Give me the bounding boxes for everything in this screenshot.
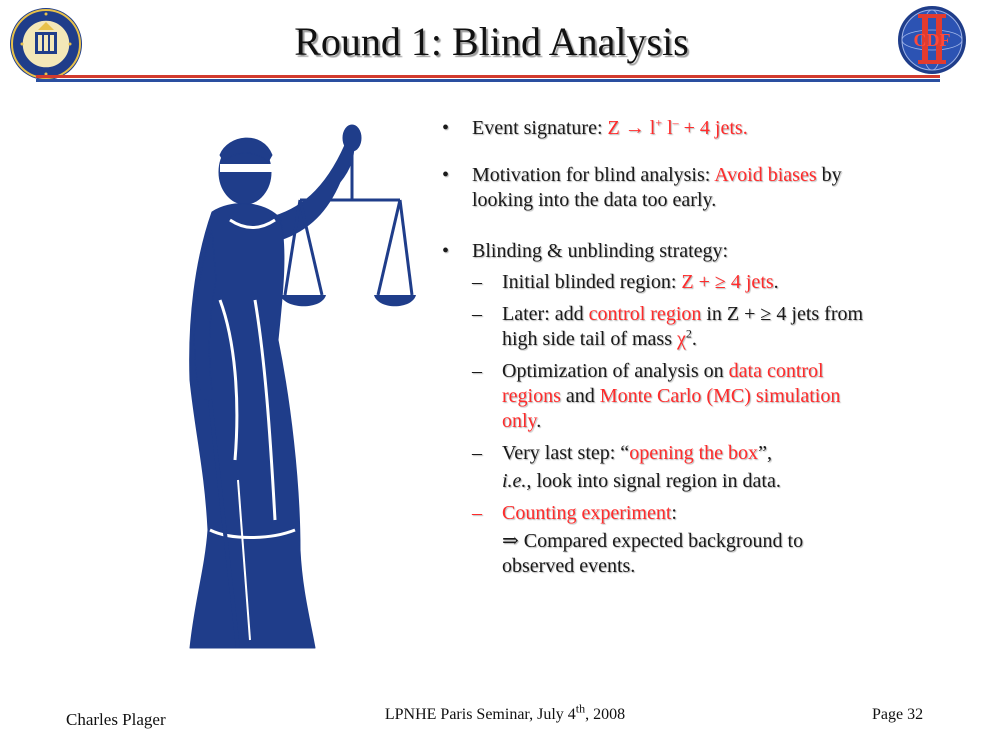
bullet-event-signature: • Event signature: Z → l+ l– + 4 jets. bbox=[442, 115, 748, 139]
chi-symbol: χ bbox=[676, 328, 686, 350]
bullet-blinding-strategy: • Blinding & unblinding strategy: bbox=[442, 240, 729, 262]
university-seal-logo bbox=[10, 8, 82, 80]
cdf-logo-text: CDF bbox=[914, 30, 951, 50]
event-signature-formula: Z → l+ l– + 4 jets. bbox=[607, 115, 748, 139]
sub-control-region: – Later: add control region in Z + ≥ 4 j… bbox=[472, 303, 864, 350]
sub-opening-box: – Very last step: “opening the box”, bbox=[472, 442, 772, 464]
footer-page-number: Page 32 bbox=[872, 706, 924, 723]
sub-counting-experiment-continuation: ⇒ Compared expected background to observ… bbox=[502, 530, 804, 577]
slide-content: • Event signature: Z → l+ l– + 4 jets. •… bbox=[438, 116, 958, 579]
sub-counting-experiment: – Counting experiment: bbox=[472, 502, 677, 524]
lady-justice-illustration bbox=[189, 124, 416, 649]
slide-title: Round 1: Blind Analysis bbox=[294, 19, 689, 64]
bullet-mark: • bbox=[442, 117, 450, 139]
sub-opening-box-continuation: i.e., look into signal region in data. bbox=[502, 470, 781, 492]
bullet-motivation: • Motivation for blind analysis: Avoid b… bbox=[442, 164, 842, 211]
footer-author: Charles Plager bbox=[66, 710, 166, 729]
title-divider bbox=[36, 75, 940, 82]
cdf-logo: CDF bbox=[898, 6, 966, 74]
sub-initial-region: – Initial blinded region: Z + ≥ 4 jets. bbox=[472, 271, 779, 293]
sub-optimization: – Optimization of analysis on data contr… bbox=[472, 360, 841, 432]
footer-event: LPNHE Paris Seminar, July 4th, 2008 bbox=[384, 701, 626, 723]
